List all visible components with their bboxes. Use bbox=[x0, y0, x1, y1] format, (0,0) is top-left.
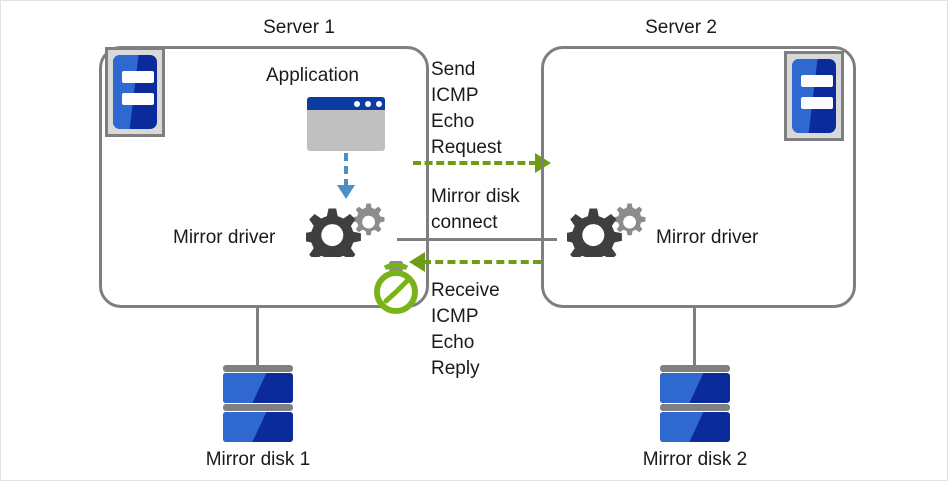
arrow-down-head-icon bbox=[337, 185, 355, 199]
send-request-label: Send ICMP Echo Request bbox=[431, 59, 502, 158]
disk-stack-icon bbox=[223, 365, 293, 445]
mirror-disk-1-label: Mirror disk 1 bbox=[205, 449, 311, 470]
server-icon-bar-top bbox=[801, 75, 833, 87]
disk-body-upper bbox=[223, 373, 293, 403]
server-icon-body bbox=[792, 59, 836, 133]
server1-disk-connector bbox=[256, 307, 259, 370]
gears-icon bbox=[306, 203, 385, 257]
gear-small-hole bbox=[623, 215, 636, 229]
server-icon-body bbox=[113, 55, 157, 129]
disk-bar-top bbox=[660, 365, 730, 372]
disk-stack-icon bbox=[660, 365, 730, 445]
gears-icon bbox=[567, 203, 646, 257]
disk-bar-middle bbox=[223, 404, 293, 411]
disk-body-upper bbox=[660, 373, 730, 403]
disk-body-lower bbox=[223, 412, 293, 442]
disk-bar-top bbox=[223, 365, 293, 372]
server2-box bbox=[541, 46, 856, 308]
disk-body-lower bbox=[660, 412, 730, 442]
gear-large-hole bbox=[582, 224, 605, 247]
server2-icon bbox=[784, 51, 844, 141]
arrow-down-dashed-icon bbox=[344, 153, 348, 187]
mirror-driver-left-label: Mirror driver bbox=[173, 227, 276, 248]
server-icon-bar-bottom bbox=[801, 97, 833, 109]
server1-icon bbox=[105, 47, 165, 137]
server-icon-bar-top bbox=[122, 71, 154, 83]
stopwatch-icon bbox=[374, 261, 418, 314]
mirror-disk-connect-line bbox=[397, 238, 557, 241]
server1-box bbox=[99, 46, 429, 308]
stopwatch-bracket bbox=[383, 262, 409, 271]
server1-title: Server 1 bbox=[263, 17, 335, 38]
window-dot-3 bbox=[376, 101, 382, 107]
stopwatch-hand-long bbox=[393, 278, 410, 295]
gear-small-hole bbox=[362, 215, 375, 229]
stopwatch-hand-short bbox=[383, 289, 399, 304]
gear-large-hole bbox=[321, 224, 344, 247]
mirror-driver-right-label: Mirror driver bbox=[656, 227, 759, 248]
mirror-disk-connect-label: Mirror disk connect bbox=[431, 186, 520, 233]
window-dot-2 bbox=[365, 101, 371, 107]
application-window-icon bbox=[307, 97, 385, 151]
receive-reply-label: Receive ICMP Echo Reply bbox=[431, 280, 500, 379]
server-icon-bar-bottom bbox=[122, 93, 154, 105]
arrow-left-head-icon bbox=[409, 252, 425, 272]
arrow-right-dashed-icon bbox=[413, 161, 537, 165]
disk-bar-middle bbox=[660, 404, 730, 411]
window-dot-1 bbox=[354, 101, 360, 107]
server2-disk-connector bbox=[693, 307, 696, 370]
server2-title: Server 2 bbox=[645, 17, 717, 38]
window-title-bar bbox=[307, 97, 385, 110]
arrow-left-dashed-icon bbox=[423, 260, 541, 264]
mirror-disk-2-label: Mirror disk 2 bbox=[642, 449, 748, 470]
application-label: Application bbox=[266, 65, 359, 86]
